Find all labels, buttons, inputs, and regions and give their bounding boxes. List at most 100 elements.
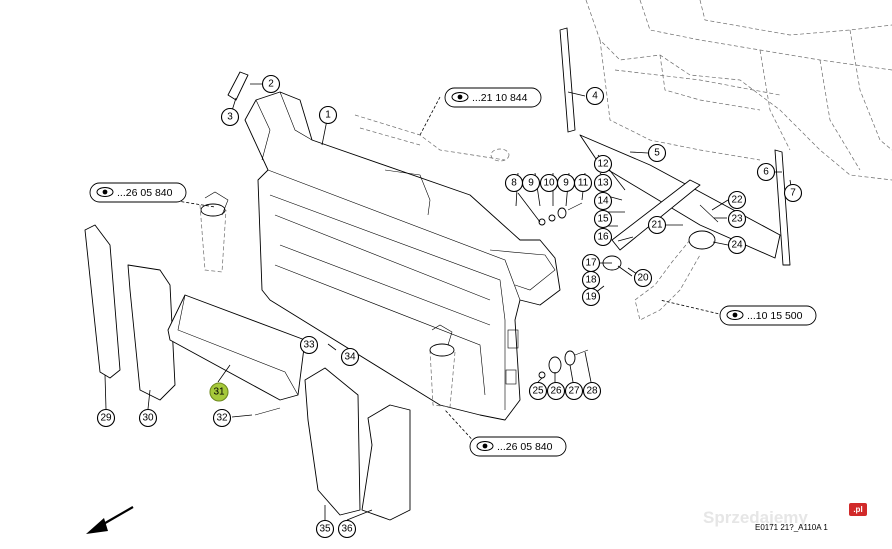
callout-30: 30	[138, 408, 158, 428]
svg-text:...26 05 840: ...26 05 840	[117, 187, 173, 199]
part-2-clip	[227, 71, 249, 101]
svg-text:23: 23	[731, 214, 743, 225]
callout-28: 28	[582, 381, 602, 401]
svg-text:14: 14	[597, 196, 609, 207]
callout-29: 29	[96, 408, 116, 428]
svg-text:21: 21	[651, 220, 663, 231]
reference-box-26-05-840-left: ...26 05 840	[89, 182, 187, 203]
callout-13: 13	[593, 173, 613, 193]
svg-text:9: 9	[563, 178, 569, 189]
callout-6: 6	[756, 162, 776, 182]
callout-25: 25	[528, 381, 548, 401]
svg-text:17: 17	[585, 258, 597, 269]
svg-text:18: 18	[585, 275, 597, 286]
main-frame	[244, 91, 561, 421]
svg-text:...10 15 500: ...10 15 500	[747, 310, 803, 322]
part-35-side-plate	[304, 367, 361, 516]
svg-text:5: 5	[654, 148, 660, 159]
svg-text:36: 36	[341, 524, 353, 535]
callout-24: 24	[727, 235, 747, 255]
svg-text:22: 22	[731, 195, 743, 206]
svg-text:33: 33	[303, 340, 315, 351]
svg-text:27: 27	[568, 386, 580, 397]
part-29-side-plate	[84, 224, 121, 379]
part-12-arm	[611, 179, 701, 251]
svg-text:2: 2	[268, 79, 274, 90]
reference-box-10-15-500: ...10 15 500	[719, 305, 817, 326]
callout-5: 5	[647, 143, 667, 163]
svg-text:20: 20	[637, 273, 649, 284]
part-36-side-plate	[361, 404, 411, 521]
svg-text:.pl: .pl	[853, 505, 862, 514]
callout-36: 36	[337, 519, 357, 539]
svg-text:24: 24	[731, 240, 743, 251]
callout-4: 4	[585, 86, 605, 106]
svg-text:32: 32	[216, 413, 228, 424]
direction-arrow-icon	[86, 506, 134, 534]
svg-text:35: 35	[319, 524, 331, 535]
callout-12: 12	[593, 154, 613, 174]
part-4-strip	[559, 27, 576, 133]
svg-text:30: 30	[142, 413, 154, 424]
callout-19: 19	[581, 287, 601, 307]
callout-17: 17	[581, 253, 601, 273]
svg-text:9: 9	[528, 178, 534, 189]
svg-text:15: 15	[597, 214, 609, 225]
drawing-code: E0171 21?_A110A 1	[755, 523, 828, 532]
fasteners-8-11	[538, 202, 583, 226]
callout-16: 16	[593, 227, 613, 247]
svg-text:8: 8	[511, 178, 517, 189]
callout-18: 18	[581, 270, 601, 290]
callout-15: 15	[593, 209, 613, 229]
part-24-clamp	[688, 230, 716, 250]
callout-14: 14	[593, 191, 613, 211]
hose	[634, 239, 701, 321]
svg-text:25: 25	[532, 386, 544, 397]
svg-text:26: 26	[550, 386, 562, 397]
callout-20: 20	[633, 268, 653, 288]
part-22-bolt	[699, 204, 719, 223]
eye-icon	[451, 92, 469, 102]
callout-7: 7	[783, 183, 803, 203]
callout-22: 22	[727, 190, 747, 210]
part-32-bolt	[254, 407, 281, 416]
eye-icon	[726, 310, 744, 320]
callout-9: 9	[521, 173, 541, 193]
svg-text:13: 13	[597, 178, 609, 189]
svg-text:Sprzedajemy: Sprzedajemy	[703, 508, 808, 527]
watermark: Sprzedajemy .pl	[703, 503, 867, 527]
svg-text:...26 05 840: ...26 05 840	[497, 441, 553, 453]
left-filter-canister	[199, 191, 229, 273]
ghost-machine-outline	[585, 0, 892, 181]
callout-32: 32	[212, 408, 232, 428]
part-6-strip	[774, 149, 791, 266]
reference-box-21-10-844: ...21 10 844	[444, 87, 542, 108]
callout-3: 3	[220, 107, 240, 127]
svg-text:1: 1	[325, 110, 331, 121]
callout-9b: 9	[556, 173, 576, 193]
svg-text:29: 29	[100, 413, 112, 424]
svg-text:16: 16	[597, 232, 609, 243]
svg-text:19: 19	[585, 292, 597, 303]
callout-10: 10	[539, 173, 559, 193]
svg-text:...21 10 844: ...21 10 844	[472, 92, 528, 104]
callout-35: 35	[315, 519, 335, 539]
svg-text:34: 34	[344, 352, 356, 363]
callout-2: 2	[261, 74, 281, 94]
svg-text:4: 4	[592, 91, 598, 102]
callout-31: 31	[209, 382, 229, 402]
fasteners-25-28	[538, 349, 589, 379]
part-31-cover	[167, 294, 306, 401]
callout-8: 8	[504, 173, 524, 193]
svg-text:6: 6	[763, 167, 769, 178]
svg-text:11: 11	[578, 178, 589, 189]
reference-box-26-05-840-bottom: ...26 05 840	[469, 436, 567, 457]
svg-text:3: 3	[227, 112, 233, 123]
callout-11: 11	[573, 173, 593, 193]
callout-26: 26	[546, 381, 566, 401]
hydraulic-cylinder	[354, 114, 510, 162]
svg-text:31: 31	[213, 387, 225, 398]
eye-icon	[476, 441, 494, 451]
eye-icon	[96, 187, 114, 197]
callout-23: 23	[727, 209, 747, 229]
